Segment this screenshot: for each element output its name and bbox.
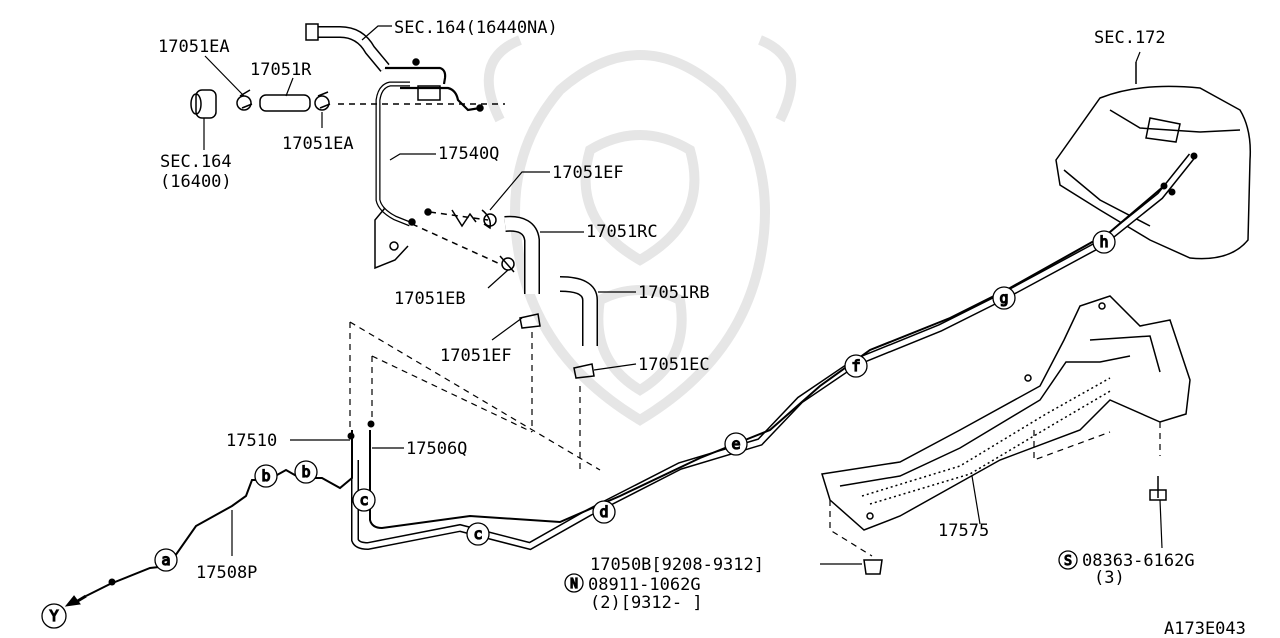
marker-c-2: c (466, 522, 490, 546)
fuel-tube-protector (821, 295, 1191, 575)
svg-text:d: d (599, 503, 608, 521)
label-08911: 08911-1062G (588, 575, 701, 595)
reference-code: A173E043 (1164, 619, 1246, 638)
label-08363: 08363-6162G (1082, 551, 1195, 571)
svg-text:h: h (1099, 233, 1108, 251)
label-17051ea-top: 17051EA (158, 37, 230, 57)
label-sec172: SEC.172 (1094, 28, 1166, 48)
label-17540q: 17540Q (438, 144, 499, 164)
label-sec164-sub: (16400) (160, 172, 232, 192)
upper-hose-assembly (190, 23, 598, 379)
leader-lines (203, 25, 1163, 565)
marker-a: a (154, 548, 178, 572)
marker-n: N (564, 573, 584, 593)
marker-s: S (1058, 550, 1078, 570)
svg-text:b: b (261, 467, 270, 485)
svg-text:e: e (731, 435, 740, 453)
label-17051ea-bottom: 17051EA (282, 134, 354, 154)
label-sec164-16440na: SEC.164(16440NA) (394, 18, 558, 38)
svg-text:a: a (161, 551, 170, 569)
marker-b-2: b (294, 460, 318, 484)
label-08363-qty: (3) (1094, 568, 1125, 588)
marker-d: d (592, 500, 616, 524)
label-17510: 17510 (226, 431, 277, 451)
marker-g: g (992, 286, 1016, 310)
fuel-tank (1055, 62, 1252, 260)
label-17575: 17575 (938, 521, 989, 541)
label-17051ec: 17051EC (638, 355, 710, 375)
label-17050b: 17050B[9208-9312] (590, 555, 764, 575)
label-17051rb: 17051RB (638, 283, 710, 303)
part-labels: SEC.164(16440NA) 17051EA 17051R 17051EA … (158, 18, 1246, 638)
marker-b-1: b (254, 464, 278, 488)
svg-text:g: g (999, 289, 1008, 307)
watermark-emblem (483, 35, 797, 426)
position-markers: a b b c c d e f g h Y N S (41, 230, 1116, 629)
label-17508p: 17508P (196, 563, 257, 583)
label-17051ef-bottom: 17051EF (440, 346, 512, 366)
marker-c-1: c (352, 488, 376, 512)
marker-h: h (1092, 230, 1116, 254)
main-fuel-lines (64, 152, 1198, 607)
label-17506q: 17506Q (406, 439, 467, 459)
svg-text:S: S (1064, 554, 1072, 569)
label-sec164: SEC.164 (160, 152, 232, 172)
svg-text:b: b (301, 463, 310, 481)
marker-y: Y (41, 603, 67, 629)
label-17051rc: 17051RC (586, 222, 658, 242)
marker-f: f (844, 354, 868, 378)
svg-text:f: f (851, 357, 860, 375)
svg-text:c: c (359, 491, 368, 509)
label-17051ef-top: 17051EF (552, 163, 624, 183)
svg-text:Y: Y (49, 607, 58, 625)
label-17051r: 17051R (250, 60, 312, 80)
marker-e: e (724, 432, 748, 456)
label-08911-qty: (2)[9312- ] (590, 593, 703, 613)
label-17051eb: 17051EB (394, 289, 466, 309)
svg-text:c: c (473, 525, 482, 543)
svg-text:N: N (570, 577, 578, 592)
